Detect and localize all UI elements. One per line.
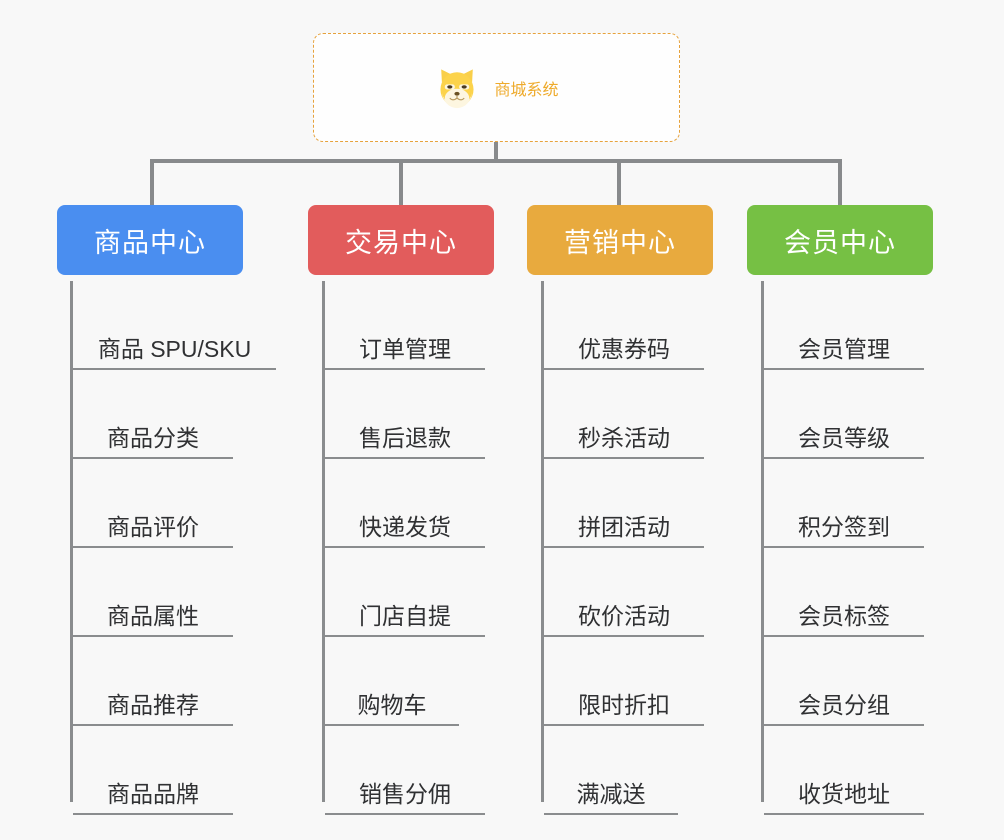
- leaf-item[interactable]: 会员分组: [764, 637, 924, 726]
- shiba-dog-face-icon: [440, 68, 475, 108]
- leaf-item[interactable]: 商品分类: [73, 370, 233, 459]
- leaf-item[interactable]: 购物车: [325, 637, 459, 726]
- category-box-trade-center[interactable]: 交易中心: [308, 205, 494, 275]
- leaf-label: 会员管理: [798, 335, 890, 362]
- category-label: 营销中心: [564, 227, 676, 258]
- leaf-item[interactable]: 商品 SPU/SKU: [73, 281, 276, 370]
- leaf-item[interactable]: 优惠券码: [544, 281, 704, 370]
- leaf-label: 拼团活动: [578, 513, 670, 540]
- leaf-item[interactable]: 商品评价: [73, 459, 233, 548]
- leaf-item[interactable]: 销售分佣: [325, 726, 485, 815]
- leaf-item[interactable]: 砍价活动: [544, 548, 704, 637]
- leaf-label: 商品评价: [107, 513, 199, 540]
- leaf-label: 商品 SPU/SKU: [97, 335, 252, 362]
- leaf-label: 满减送: [576, 780, 646, 807]
- leaf-item[interactable]: 售后退款: [325, 370, 485, 459]
- leaf-item[interactable]: 商品品牌: [73, 726, 233, 815]
- leaf-label: 积分签到: [798, 513, 890, 540]
- connector-drop-3: [617, 159, 621, 205]
- leaf-label: 销售分佣: [359, 780, 451, 807]
- leaf-item[interactable]: 订单管理: [325, 281, 485, 370]
- category-label: 商品中心: [94, 227, 206, 258]
- leaf-label: 秒杀活动: [578, 424, 670, 451]
- connector-drop-1: [150, 159, 154, 205]
- connector-drop-2: [399, 159, 403, 205]
- leaf-label: 商品品牌: [107, 780, 199, 807]
- leaf-label: 门店自提: [359, 602, 451, 629]
- leaf-label: 商品分类: [107, 424, 199, 451]
- root-node[interactable]: 商城系统: [313, 33, 680, 142]
- leaf-label: 购物车: [357, 691, 427, 718]
- leaf-item[interactable]: 会员标签: [764, 548, 924, 637]
- category-box-product-center[interactable]: 商品中心: [57, 205, 243, 275]
- leaf-label: 订单管理: [359, 335, 451, 362]
- category-label: 会员中心: [784, 227, 896, 258]
- leaf-item[interactable]: 满减送: [544, 726, 678, 815]
- category-label: 交易中心: [345, 227, 457, 258]
- leaf-item[interactable]: 积分签到: [764, 459, 924, 548]
- leaf-label: 砍价活动: [578, 602, 670, 629]
- connector-root-stem: [494, 142, 498, 163]
- leaf-label: 收货地址: [798, 780, 890, 807]
- connector-horizontal-bus: [150, 159, 842, 163]
- leaf-item[interactable]: 会员等级: [764, 370, 924, 459]
- column-trunk-line: [322, 281, 325, 802]
- leaf-item[interactable]: 拼团活动: [544, 459, 704, 548]
- leaf-item[interactable]: 商品属性: [73, 548, 233, 637]
- leaf-item[interactable]: 秒杀活动: [544, 370, 704, 459]
- leaf-label: 限时折扣: [578, 691, 670, 718]
- connector-drop-4: [838, 159, 842, 205]
- leaf-item[interactable]: 收货地址: [764, 726, 924, 815]
- leaf-label: 售后退款: [359, 424, 451, 451]
- leaf-item[interactable]: 快递发货: [325, 459, 485, 548]
- leaf-label: 快递发货: [359, 513, 451, 540]
- leaf-label: 会员标签: [798, 602, 890, 629]
- category-box-member-center[interactable]: 会员中心: [747, 205, 933, 275]
- leaf-label: 商品推荐: [107, 691, 199, 718]
- leaf-label: 会员等级: [798, 424, 890, 451]
- root-title: 商城系统: [494, 81, 559, 99]
- leaf-item[interactable]: 限时折扣: [544, 637, 704, 726]
- category-box-marketing-center[interactable]: 营销中心: [527, 205, 713, 275]
- leaf-item[interactable]: 商品推荐: [73, 637, 233, 726]
- leaf-item[interactable]: 门店自提: [325, 548, 485, 637]
- column-trunk-line: [761, 281, 764, 802]
- leaf-label: 会员分组: [798, 691, 890, 718]
- leaf-label: 商品属性: [107, 602, 199, 629]
- column-trunk-line: [70, 281, 73, 802]
- leaf-label: 优惠券码: [578, 335, 670, 362]
- column-trunk-line: [541, 281, 544, 802]
- leaf-item[interactable]: 会员管理: [764, 281, 924, 370]
